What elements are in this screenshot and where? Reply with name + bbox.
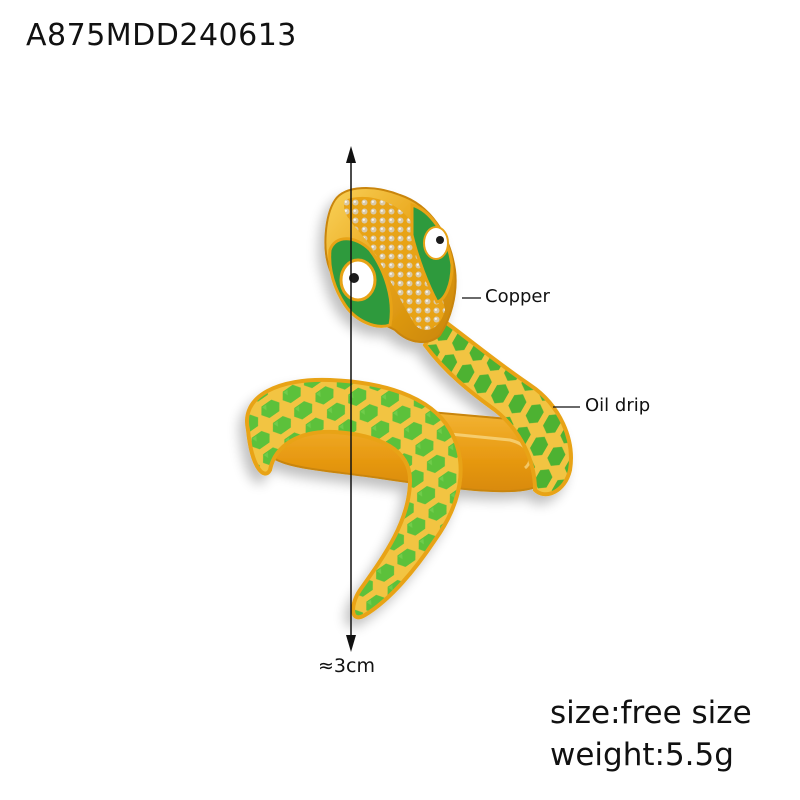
dimension-arrow bbox=[346, 146, 356, 652]
spec-size: size:free size bbox=[550, 695, 752, 731]
callout-oil-drip: Oil drip bbox=[585, 395, 651, 416]
callout-copper: Copper bbox=[485, 286, 550, 307]
eye-right bbox=[423, 226, 449, 260]
pupil-right bbox=[436, 236, 444, 244]
specs-block: size:free size weight:5.5g bbox=[550, 692, 752, 776]
spec-weight: weight:5.5g bbox=[550, 737, 734, 773]
ring bbox=[244, 187, 573, 620]
dimension-label: ≈3cm bbox=[318, 655, 375, 677]
snake-head-zircon bbox=[344, 196, 445, 330]
snake-body-neck bbox=[422, 315, 573, 497]
snake-body-coil bbox=[244, 377, 463, 620]
product-code: A875MDD240613 bbox=[26, 18, 297, 53]
